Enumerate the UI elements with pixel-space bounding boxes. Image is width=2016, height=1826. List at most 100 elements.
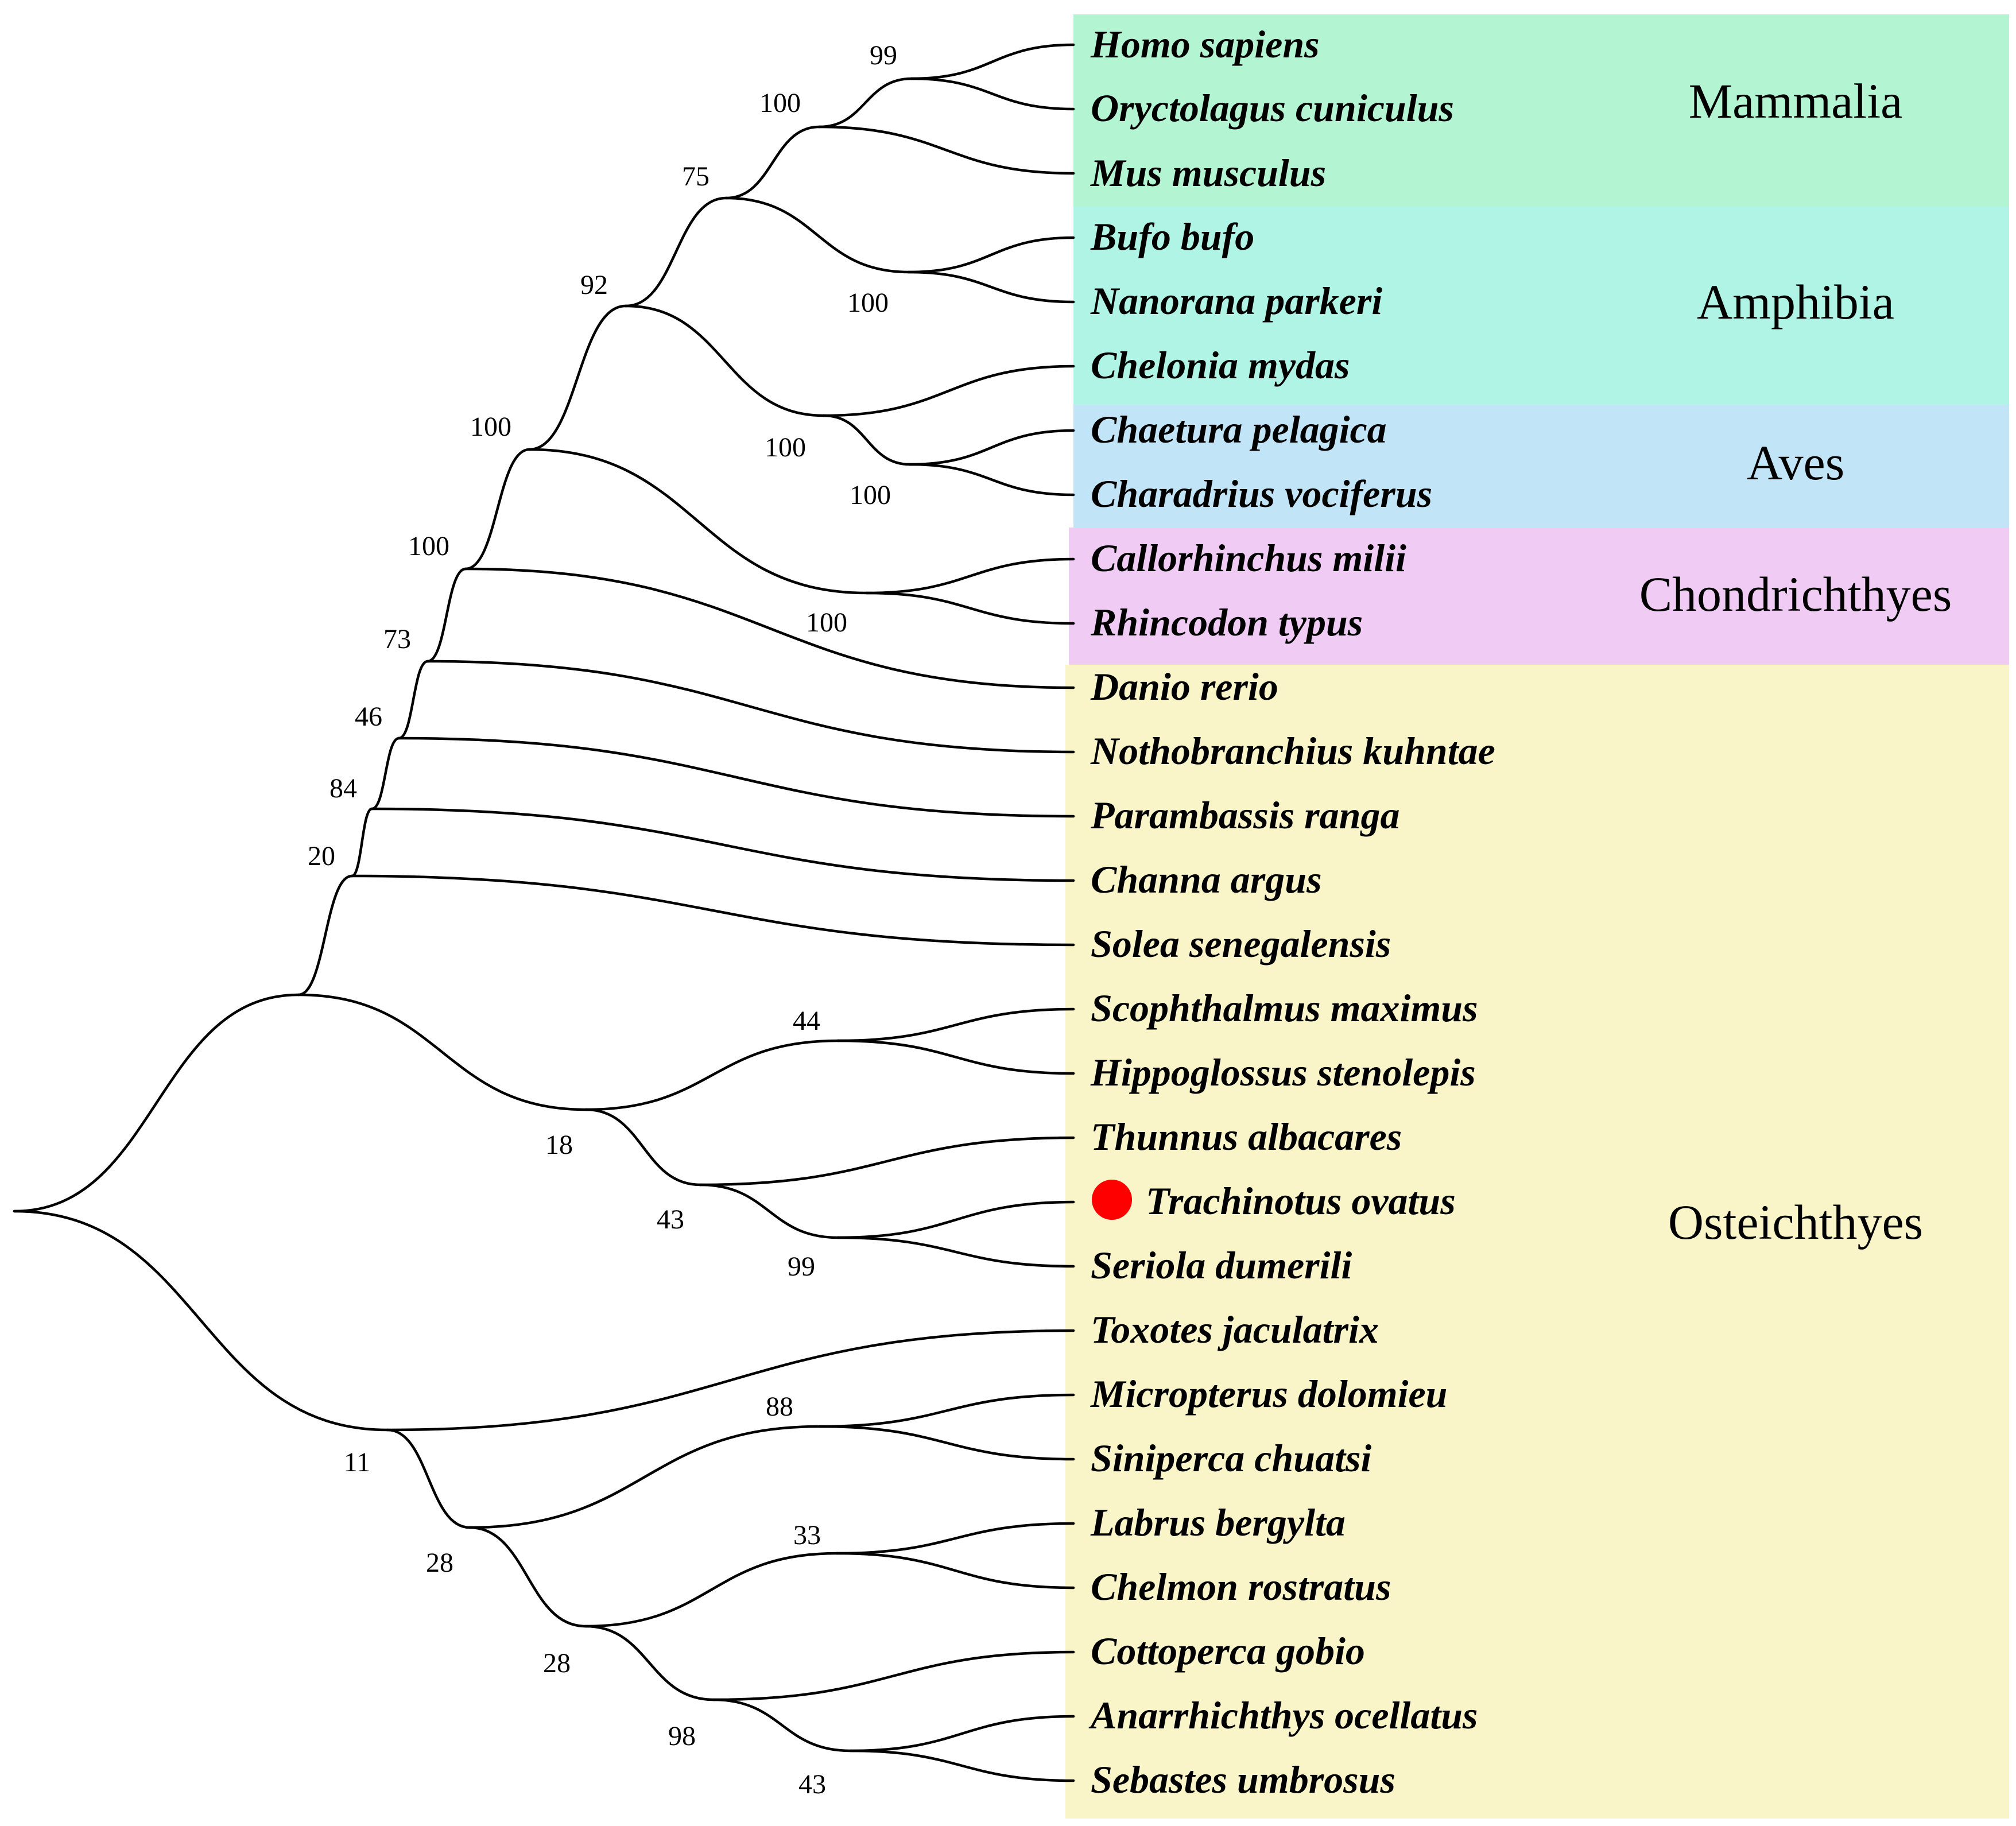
taxon-label: Solea senegalensis (1091, 922, 1391, 966)
tree-branch (836, 1200, 1075, 1239)
taxon-label: Rhincodon typus (1090, 600, 1363, 644)
tree-branch (907, 270, 1075, 304)
support-value: 43 (657, 1204, 684, 1235)
support-value: 28 (543, 1648, 571, 1678)
support-value: 100 (408, 531, 449, 561)
tree-branches (13, 43, 1075, 1782)
tree-branch (350, 874, 1075, 947)
tree-branch (836, 1039, 1075, 1075)
support-value: 99 (788, 1251, 815, 1282)
group-label-chondrichthyes: Chondrichthyes (1639, 567, 1952, 622)
tree-branch (817, 125, 1075, 175)
support-value: 11 (344, 1447, 370, 1478)
tree-branch (386, 1329, 1075, 1432)
highlight-dot (1092, 1180, 1132, 1220)
band-osteichthyes (1065, 665, 2009, 1819)
tree-branch (584, 1039, 840, 1111)
support-value: 100 (806, 607, 847, 638)
support-value: 75 (682, 161, 710, 192)
taxon-label: Micropterus dolomieu (1090, 1372, 1448, 1416)
tree-branch (297, 993, 588, 1111)
tree-branch (397, 736, 1075, 818)
support-value: 99 (870, 40, 897, 71)
tree-branch (835, 1552, 1075, 1589)
taxon-label: Chaetura pelagica (1091, 408, 1387, 451)
support-value: 20 (308, 841, 335, 871)
support-value: 73 (383, 624, 411, 654)
taxon-label: Scophthalmus maximus (1091, 986, 1478, 1030)
tree-branch (13, 993, 300, 1213)
tree-branch (822, 414, 912, 466)
taxon-label: Hippoglossus stenolepis (1090, 1050, 1476, 1094)
support-value: 18 (545, 1130, 573, 1160)
support-value: 98 (668, 1721, 696, 1751)
taxon-label: Labrus bergylta (1090, 1501, 1346, 1544)
group-bands (1065, 14, 2009, 1819)
taxon-label: Sebastes umbrosus (1091, 1758, 1395, 1801)
tree-branch (699, 1136, 1075, 1187)
taxon-label-highlighted: Trachinotus ovatus (1146, 1179, 1456, 1223)
tree-branch (818, 1425, 1075, 1461)
tree-branch (699, 1183, 840, 1239)
tree-branch (836, 1236, 1075, 1268)
tree-branch (849, 1749, 1075, 1782)
taxon-label: Chelonia mydas (1091, 343, 1350, 387)
group-label-osteichthyes: Osteichthyes (1668, 1195, 1923, 1250)
tree-branch (907, 236, 1075, 274)
taxon-label: Anarrhichthys ocellatus (1088, 1693, 1478, 1737)
support-value: 100 (850, 480, 891, 510)
support-value: 92 (580, 270, 608, 300)
taxon-labels: Homo sapiens Oryctolagus cuniculus Mus m… (1088, 22, 1495, 1801)
band-chondrichthyes (1069, 528, 2009, 666)
tree-branch (464, 448, 531, 571)
tree-branch (468, 1526, 587, 1628)
tree-branch (468, 1425, 821, 1529)
taxon-label: Chelmon rostratus (1091, 1565, 1391, 1608)
tree-branch (712, 1698, 852, 1753)
tree-branch (426, 567, 467, 663)
tree-branch (712, 1650, 1075, 1701)
tree-branch (528, 448, 869, 595)
taxon-label: Thunnus albacares (1091, 1115, 1402, 1158)
support-value: 44 (793, 1006, 820, 1036)
tree-branch (624, 304, 825, 417)
tree-branch (426, 660, 1075, 754)
taxon-label: Homo sapiens (1090, 22, 1320, 66)
support-value: 46 (355, 701, 382, 732)
group-labels: Mammalia Amphibia Aves Chondrichthyes Os… (1639, 73, 1952, 1250)
tree-branch (297, 874, 354, 997)
tree-branch (910, 77, 1075, 111)
support-values: 99 100 75 100 92 100 100 100 100 100 73 … (308, 40, 897, 1800)
tree-branch (818, 1393, 1075, 1428)
support-value: 100 (759, 88, 801, 118)
tree-branch (836, 1007, 1075, 1042)
tree-branch (370, 807, 1075, 882)
tree-branch (584, 1625, 715, 1701)
tree-branch (350, 807, 374, 878)
band-aves (1073, 405, 2009, 529)
group-label-amphibia: Amphibia (1697, 274, 1894, 329)
tree-branch (835, 1522, 1075, 1555)
tree-branch (584, 1552, 839, 1628)
tree-branch (624, 196, 728, 308)
tree-branch (528, 304, 627, 451)
tree-branch (910, 43, 1075, 80)
support-value: 88 (766, 1391, 793, 1422)
support-value: 84 (329, 773, 357, 804)
tree-branch (584, 1108, 702, 1187)
taxon-label: Callorhinchus milii (1091, 536, 1406, 580)
tree-branch (822, 365, 1075, 417)
tree-branch (386, 1428, 471, 1529)
support-value: 43 (798, 1769, 826, 1800)
tree-branch (13, 1209, 389, 1432)
taxon-label: Nothobranchius kuhntae (1090, 729, 1495, 773)
tree-branch (908, 429, 1075, 466)
support-value: 33 (793, 1520, 821, 1550)
tree-branch (724, 196, 910, 274)
support-value: 100 (470, 412, 511, 442)
taxon-label: Seriola dumerili (1091, 1243, 1352, 1287)
tree-branch (724, 125, 821, 200)
support-value: 100 (847, 288, 889, 318)
tree-branch (849, 1715, 1075, 1753)
